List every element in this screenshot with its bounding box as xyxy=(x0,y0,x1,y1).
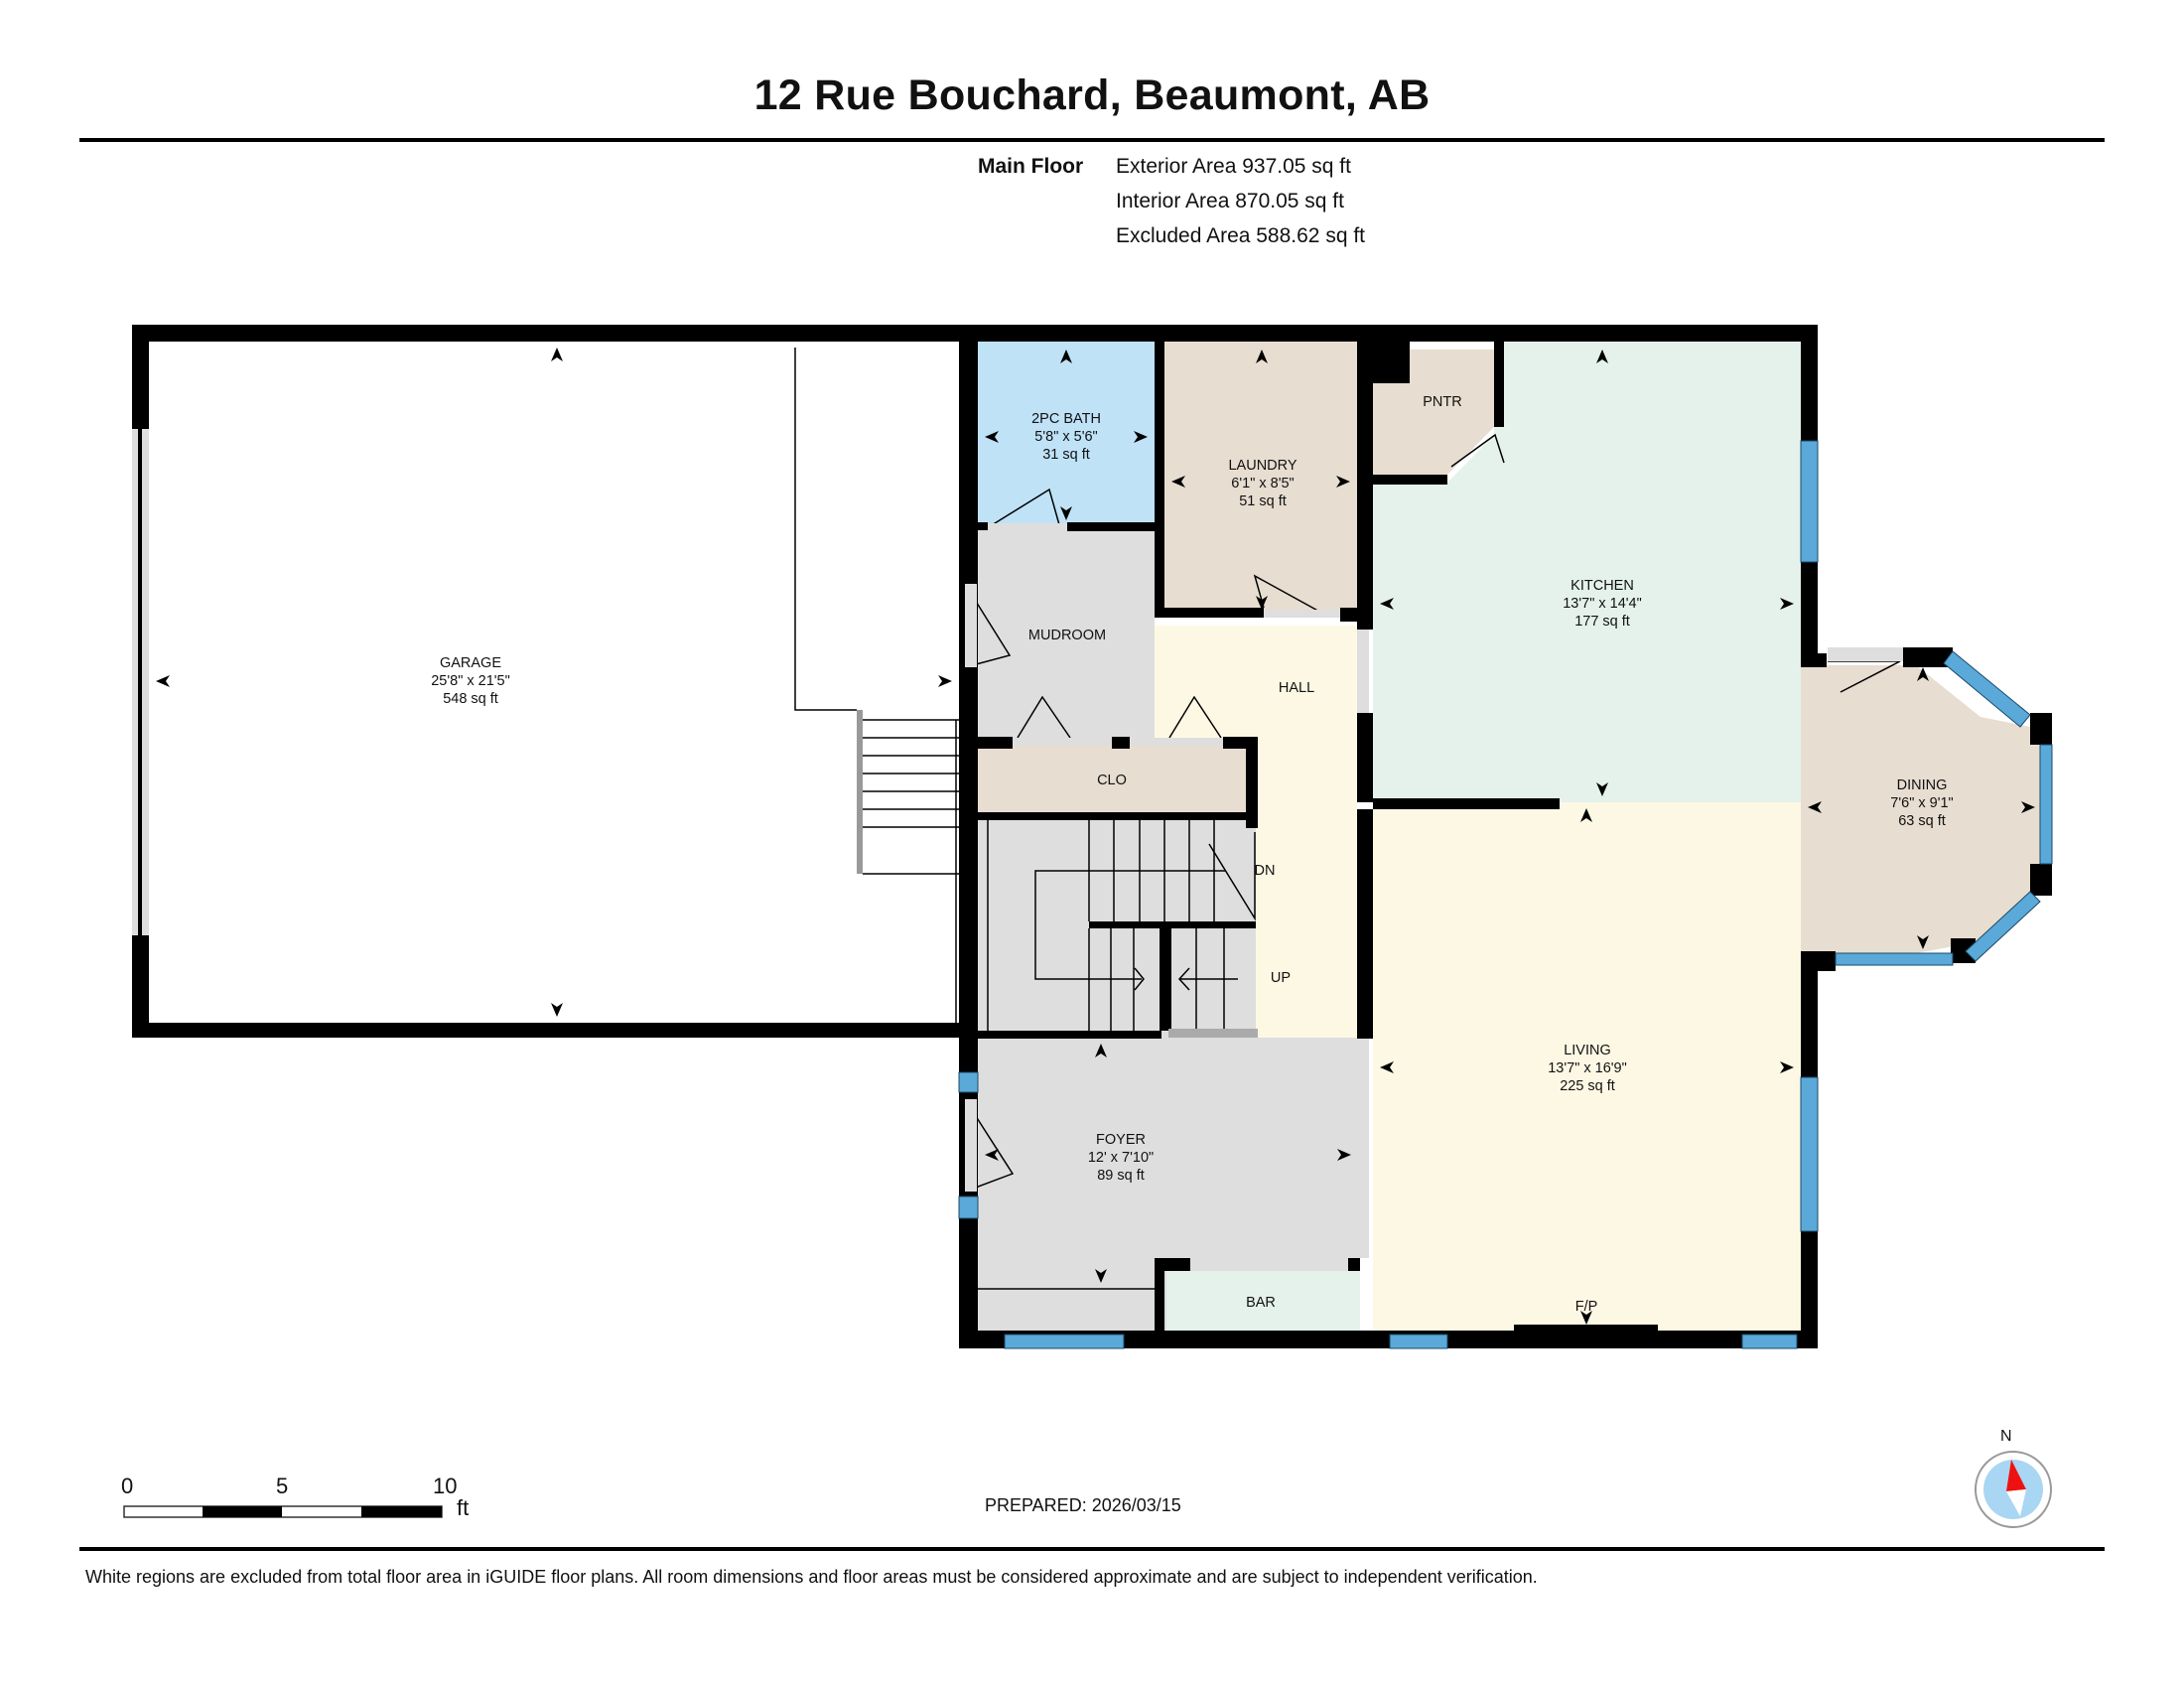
windows xyxy=(958,440,2053,1349)
bath-floor xyxy=(978,342,1155,526)
dining-area: 63 sq ft xyxy=(1898,813,1946,829)
foyer-area: 89 sq ft xyxy=(1097,1168,1145,1184)
kitchen-floor xyxy=(1373,342,1801,802)
living-area: 225 sq ft xyxy=(1560,1078,1615,1094)
laundry-label: LAUNDRY xyxy=(1228,458,1297,474)
interior-area: Interior Area 870.05 sq ft xyxy=(1116,190,1344,212)
compass-icon xyxy=(1975,1451,2052,1528)
laundry-floor xyxy=(1164,342,1357,616)
bath-label: 2PC BATH xyxy=(1031,411,1101,427)
exterior-area: Exterior Area 937.05 sq ft xyxy=(1116,155,1351,178)
compass-north-label: N xyxy=(2000,1428,2012,1445)
stairs-up-label: UP xyxy=(1271,970,1291,986)
mudroom-floor xyxy=(978,526,1155,740)
hall-label: HALL xyxy=(1279,680,1314,696)
living-label: LIVING xyxy=(1564,1043,1611,1058)
scale-tick-5: 5 xyxy=(276,1474,289,1498)
garage-stairs xyxy=(863,719,959,1023)
dining-dims: 7'6" x 9'1" xyxy=(1890,795,1953,811)
scale-bar xyxy=(123,1505,443,1518)
laundry-dims: 6'1" x 8'5" xyxy=(1231,476,1294,492)
closet-label: CLO xyxy=(1097,773,1127,788)
mudroom-label: MUDROOM xyxy=(1028,628,1106,643)
pantry-label: PNTR xyxy=(1423,394,1461,410)
pantry-floor xyxy=(1373,350,1494,475)
bath-area: 31 sq ft xyxy=(1042,447,1090,463)
living-dims: 13'7" x 16'9" xyxy=(1548,1060,1627,1076)
garage-dims: 25'8" x 21'5" xyxy=(431,673,510,689)
header-divider xyxy=(79,138,2105,142)
excluded-area: Excluded Area 588.62 sq ft xyxy=(1116,224,1366,247)
main-stairs xyxy=(987,820,1238,1031)
foyer-label: FOYER xyxy=(1096,1132,1146,1148)
walls xyxy=(132,325,2052,1348)
scale-tick-0: 0 xyxy=(121,1474,134,1498)
kitchen-label: KITCHEN xyxy=(1570,578,1634,594)
fireplace-label: F/P xyxy=(1575,1299,1598,1315)
bar-floor xyxy=(1166,1271,1360,1331)
laundry-area: 51 sq ft xyxy=(1239,493,1287,509)
bar-label: BAR xyxy=(1246,1295,1276,1311)
floor-name: Main Floor xyxy=(978,155,1084,178)
living-floor xyxy=(1373,802,1801,1331)
bath-dims: 5'8" x 5'6" xyxy=(1034,429,1097,445)
kitchen-area: 177 sq ft xyxy=(1574,614,1630,630)
foyer-dims: 12' x 7'10" xyxy=(1088,1150,1154,1166)
dining-label: DINING xyxy=(1897,777,1948,793)
scale-tick-10: 10 xyxy=(433,1474,458,1498)
footer-divider xyxy=(79,1547,2105,1551)
scale-unit: ft xyxy=(457,1495,470,1520)
closet-floor xyxy=(978,740,1246,812)
page-title: 12 Rue Bouchard, Beaumont, AB xyxy=(753,71,1431,119)
disclaimer-text: White regions are excluded from total fl… xyxy=(85,1567,1538,1587)
stairs-down-label: DN xyxy=(1255,863,1276,879)
garage-floor xyxy=(149,342,959,1023)
stairwell-floor xyxy=(978,820,1256,1038)
garage-area: 548 sq ft xyxy=(443,691,498,707)
garage-step-line xyxy=(794,348,857,711)
stair-landing xyxy=(1168,1029,1258,1038)
garage-label: GARAGE xyxy=(440,655,501,671)
dining-floor xyxy=(1801,665,2045,953)
kitchen-dims: 13'7" x 14'4" xyxy=(1563,596,1642,612)
prepared-date: PREPARED: 2026/03/15 xyxy=(985,1495,1181,1515)
